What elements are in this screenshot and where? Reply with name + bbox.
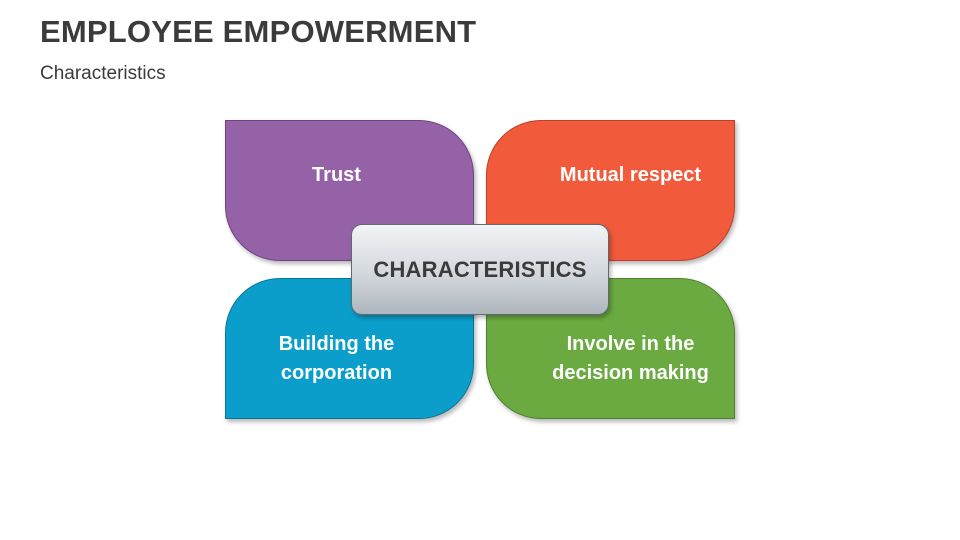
- center-label: CHARACTERISTICS: [373, 256, 587, 282]
- page-title: EMPLOYEE EMPOWERMENT: [40, 14, 477, 49]
- center-box: CHARACTERISTICS: [351, 224, 609, 315]
- building-corporation-label: Building the corporation: [278, 332, 395, 384]
- building-corporation-petal: Building the corporation: [225, 278, 474, 419]
- decision-making-label: Involve in the decision making: [552, 332, 709, 384]
- trust-petal: Trust: [225, 120, 474, 261]
- trust-label: Trust: [312, 164, 361, 186]
- page-subtitle: Characteristics: [40, 63, 166, 84]
- mutual-respect-label: Mutual respect: [559, 164, 702, 186]
